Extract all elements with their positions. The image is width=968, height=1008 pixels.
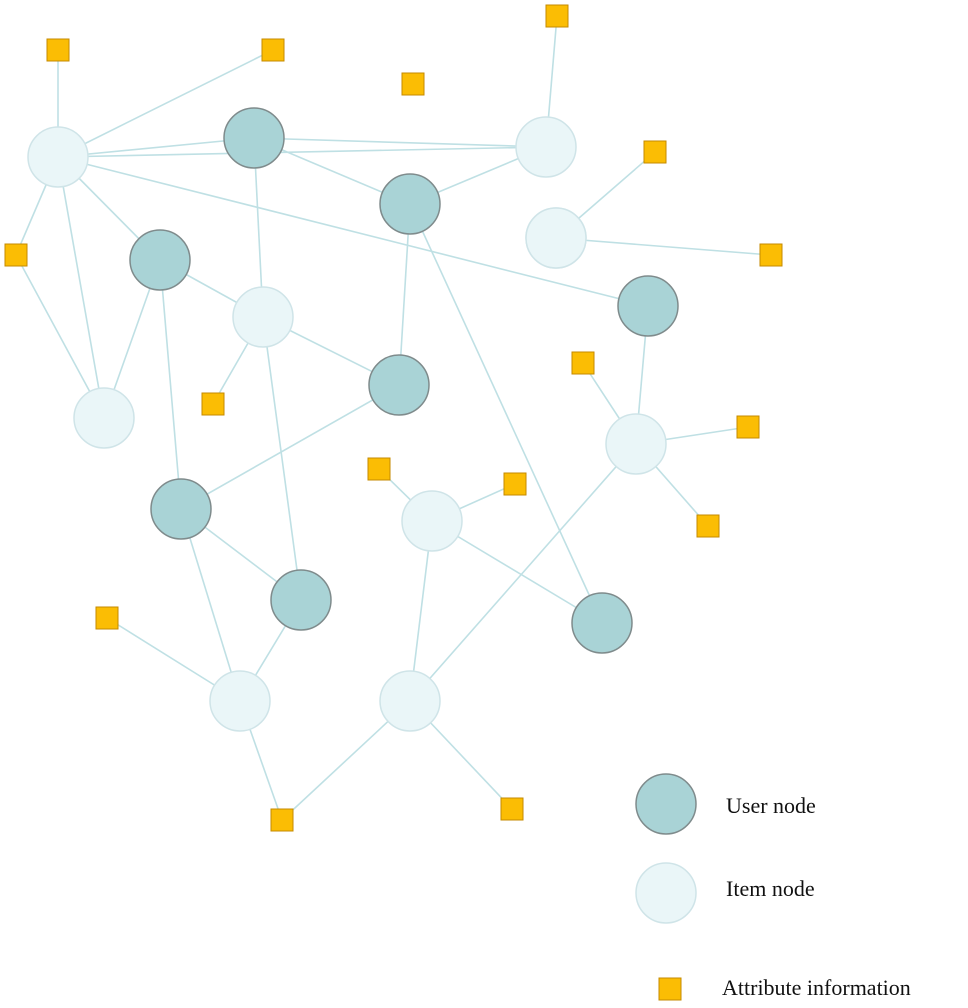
edge-u6-i9 bbox=[180, 508, 241, 702]
attribute-node-a15 bbox=[95, 606, 119, 630]
legend-attribute-label: Attribute information bbox=[722, 975, 911, 1000]
item-node-i10 bbox=[379, 670, 441, 732]
attribute-node-a8 bbox=[759, 243, 783, 267]
edge-i8-u8 bbox=[431, 520, 603, 624]
item-node-i6 bbox=[525, 207, 587, 269]
edge-i1-u1 bbox=[57, 137, 255, 158]
item-node-i2 bbox=[515, 116, 577, 178]
edge-i1-a2 bbox=[57, 49, 274, 158]
attribute-node-a14 bbox=[503, 472, 527, 496]
legend-item-node-icon bbox=[635, 862, 697, 924]
user-node-u5 bbox=[617, 275, 679, 337]
user-node-u7 bbox=[270, 569, 332, 631]
user-node-u3 bbox=[129, 229, 191, 291]
legend-item-label: Item node bbox=[726, 876, 815, 901]
attribute-node-a3 bbox=[545, 4, 569, 28]
attribute-node-a17 bbox=[500, 797, 524, 821]
legend-user-node-icon bbox=[635, 773, 697, 835]
attribute-node-a7 bbox=[643, 140, 667, 164]
nodes-layer bbox=[4, 4, 783, 832]
attribute-node-a16 bbox=[270, 808, 294, 832]
user-node-u6 bbox=[150, 478, 212, 540]
user-node-u1 bbox=[223, 107, 285, 169]
attribute-node-a10 bbox=[571, 351, 595, 375]
legend-attribute-icon bbox=[658, 977, 682, 1001]
attribute-node-a13 bbox=[367, 457, 391, 481]
item-node-i1 bbox=[27, 126, 89, 188]
edge-u1-i2 bbox=[253, 137, 547, 148]
item-node-i4 bbox=[232, 286, 294, 348]
edge-i3-a8 bbox=[555, 237, 772, 256]
edge-i1-i2 bbox=[57, 146, 547, 158]
item-node-i7 bbox=[605, 413, 667, 475]
attribute-node-a4 bbox=[4, 243, 28, 267]
edge-u4-u6 bbox=[180, 384, 400, 510]
user-node-u4 bbox=[368, 354, 430, 416]
attribute-node-a5 bbox=[401, 72, 425, 96]
user-node-u8 bbox=[571, 592, 633, 654]
item-node-i5 bbox=[73, 387, 135, 449]
item-node-i9 bbox=[209, 670, 271, 732]
item-node-i8 bbox=[401, 490, 463, 552]
attribute-node-a11 bbox=[736, 415, 760, 439]
edge-i4-u7 bbox=[262, 316, 302, 601]
legend-user-label: User node bbox=[726, 793, 816, 818]
attribute-node-a1 bbox=[46, 38, 70, 62]
edge-u2-u8 bbox=[409, 203, 603, 624]
attribute-node-a12 bbox=[696, 514, 720, 538]
edge-u3-u6 bbox=[159, 259, 182, 510]
attribute-node-a2 bbox=[261, 38, 285, 62]
edge-a4-i5 bbox=[15, 254, 105, 419]
legend: User node Item node Attribute informatio… bbox=[635, 773, 911, 1001]
edge-i1-u5 bbox=[57, 156, 649, 307]
edge-i1-i5 bbox=[57, 156, 105, 419]
attribute-node-a9 bbox=[201, 392, 225, 416]
edge-i7-i10 bbox=[409, 443, 637, 702]
user-node-u2 bbox=[379, 173, 441, 235]
